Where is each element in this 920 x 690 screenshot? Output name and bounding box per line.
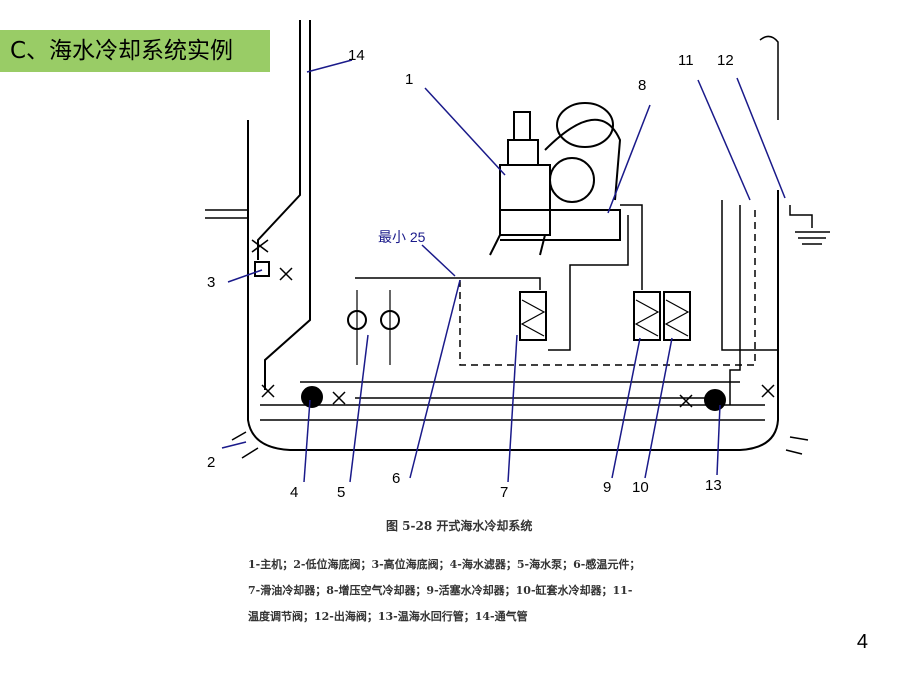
callout-8: 8 <box>638 77 646 94</box>
legend-line-3: 温度调节阀；12-出海阀；13-温海水回行管；14-通气管 <box>248 609 528 623</box>
slide-title: C、海水冷却系统实例 <box>0 30 270 72</box>
callout-11: 11 <box>678 52 694 69</box>
callout-5: 5 <box>337 484 345 501</box>
callout-1: 1 <box>405 71 413 88</box>
jacket-water-cooler <box>663 291 691 341</box>
callout-3: 3 <box>207 274 215 291</box>
seawater-filter-left <box>301 386 323 408</box>
temp-control-valve-pipe <box>721 200 778 351</box>
callout-12: 12 <box>717 52 734 69</box>
callout-14: 14 <box>348 47 365 64</box>
page-number: 4 <box>856 631 868 653</box>
callout-7: 7 <box>500 484 508 501</box>
main-engine <box>499 164 551 236</box>
sea-level-left <box>205 209 248 219</box>
callout-10: 10 <box>632 479 649 496</box>
vent-pipe <box>257 20 301 260</box>
legend-line-1: 1-主机；2-低位海底阀；3-高位海底阀；4-海水滤器；5-海水泵；6-感温元件… <box>248 557 640 571</box>
sensor-line <box>459 205 756 366</box>
hull-outline <box>247 120 779 451</box>
sea-level-right <box>795 231 830 245</box>
callout-13: 13 <box>705 477 722 494</box>
figure-caption: 图 5-28 开式海水冷却系统 <box>386 518 532 533</box>
legend-line-2: 7-滑油冷却器；8-增压空气冷却器；9-活塞水冷却器；10-缸套水冷却器；11- <box>248 583 632 597</box>
outlet-pipe <box>759 35 779 120</box>
seawater-filter-right <box>704 389 726 411</box>
piston-water-cooler <box>633 291 661 341</box>
callout-9: 9 <box>603 479 611 496</box>
callout-2: 2 <box>207 454 215 471</box>
min-25-label: 最小 25 <box>378 229 426 245</box>
lube-oil-cooler <box>519 291 547 341</box>
callout-4: 4 <box>290 484 298 501</box>
callout-6: 6 <box>392 470 400 487</box>
